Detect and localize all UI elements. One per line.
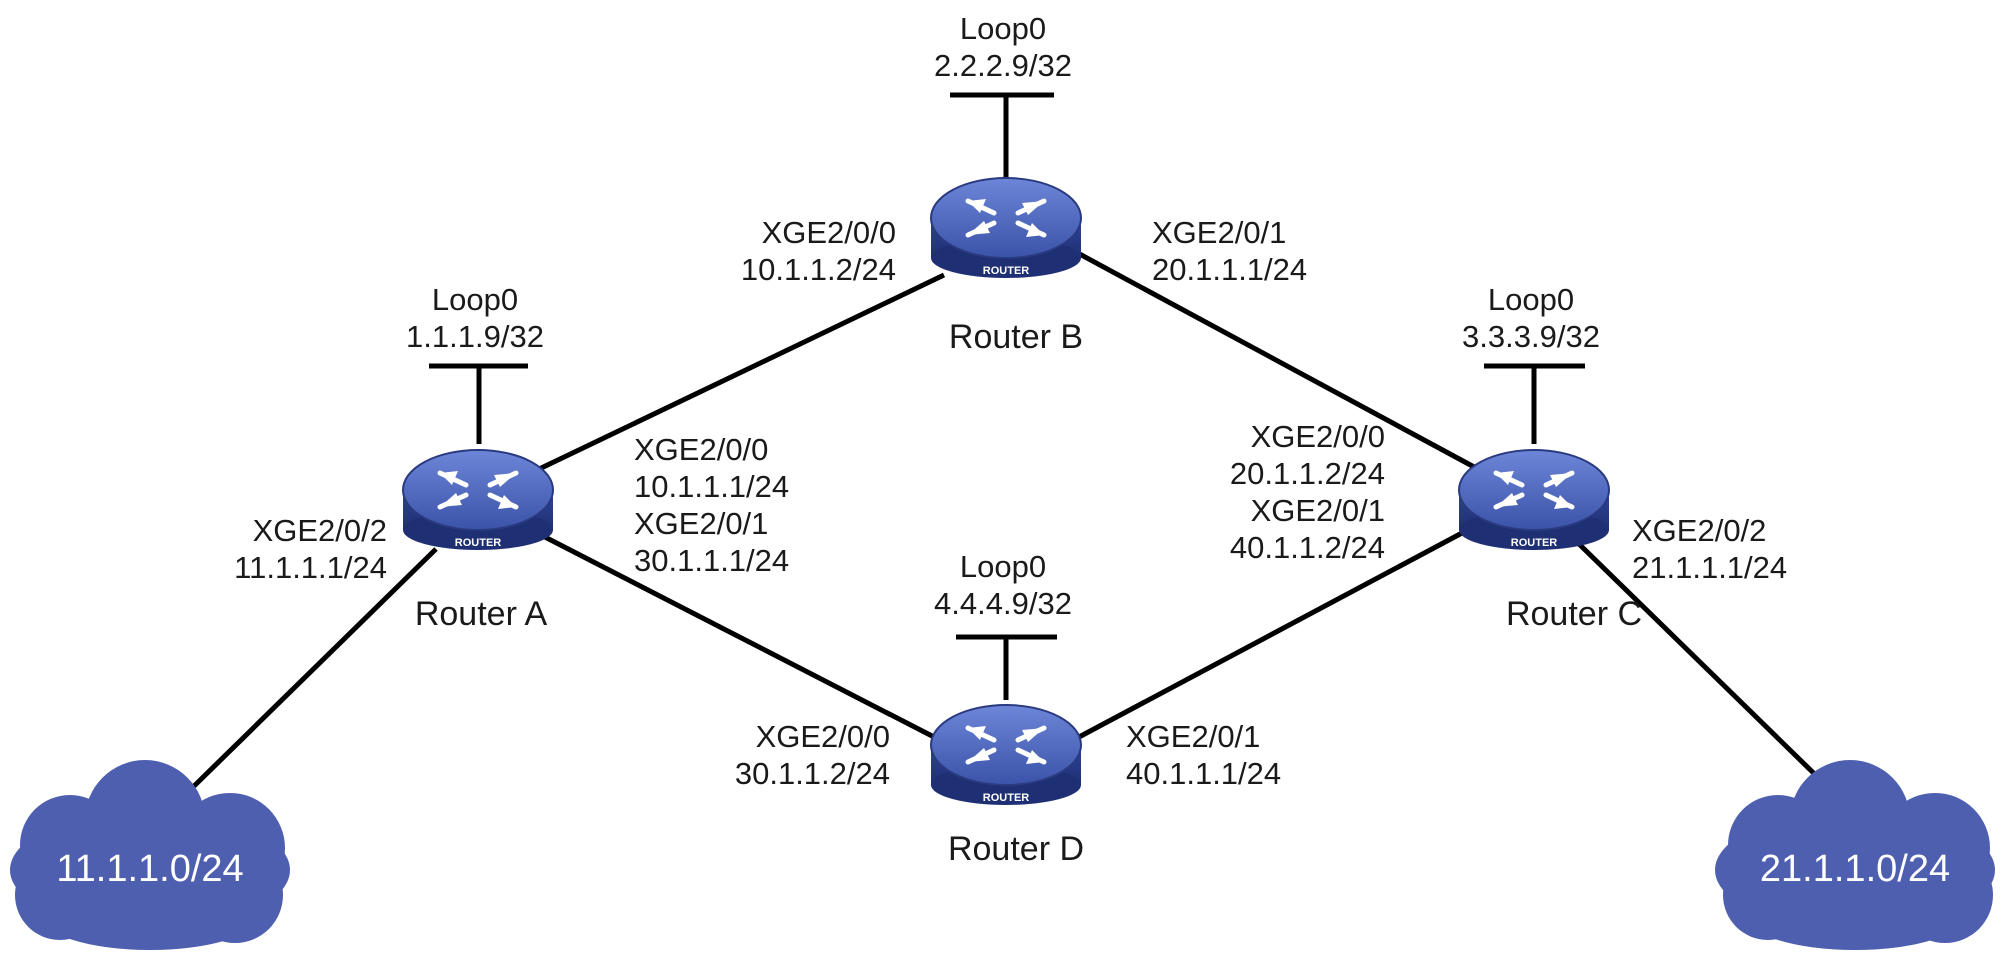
router-a-name: Router A — [414, 595, 548, 633]
port-ip: 20.1.1.2/24 — [1229, 456, 1385, 491]
link-a-b — [533, 272, 946, 474]
port-ip: 10.1.1.2/24 — [740, 252, 896, 287]
router-c-badge: ROUTER — [1511, 537, 1558, 549]
router-b-xge0-label: XGE2/0/0 10.1.1.2/24 — [741, 214, 896, 288]
router-d-loopback-label: Loop0 4.4.4.9/32 — [934, 548, 1072, 622]
cloud-network-left — [10, 760, 290, 950]
port-ip: 30.1.1.1/24 — [634, 543, 790, 578]
network-left-label: 11.1.1.0/24 — [56, 848, 244, 890]
link-d-c — [1077, 530, 1464, 740]
port-name: XGE2/0/2 — [252, 513, 387, 548]
port-name: XGE2/0/1 — [634, 506, 769, 541]
link-a-d — [539, 532, 936, 740]
router-a-xge2-label: XGE2/0/2 11.1.1.1/24 — [234, 512, 387, 586]
loop-name: Loop0 — [959, 11, 1047, 46]
loop-ip: 1.1.1.9/32 — [406, 319, 544, 354]
port-name: XGE2/0/0 — [1250, 419, 1385, 454]
router-d-xge1-label: XGE2/0/1 40.1.1.1/24 — [1126, 718, 1281, 792]
loop-name: Loop0 — [1487, 282, 1575, 317]
loop-ip: 3.3.3.9/32 — [1462, 319, 1600, 354]
port-ip: 10.1.1.1/24 — [634, 469, 790, 504]
link-b-c — [1072, 248, 1478, 471]
link-c-network-right — [1576, 541, 1836, 795]
router-a-xge0-xge1-label: XGE2/0/0 10.1.1.1/24 XGE2/0/1 30.1.1.1/2… — [634, 431, 789, 579]
port-ip: 11.1.1.1/24 — [234, 550, 387, 585]
loop-ip: 2.2.2.9/32 — [934, 48, 1072, 83]
router-c-xge0-xge1-label: XGE2/0/0 20.1.1.2/24 XGE2/0/1 40.1.1.2/2… — [1230, 418, 1385, 566]
router-d-name: Router D — [947, 830, 1085, 868]
loop-name: Loop0 — [959, 549, 1047, 584]
port-ip: 30.1.1.2/24 — [734, 756, 890, 791]
port-name: XGE2/0/1 — [1126, 719, 1261, 754]
router-c-loopback-label: Loop0 3.3.3.9/32 — [1462, 281, 1600, 355]
router-c-xge2-label: XGE2/0/2 21.1.1.1/24 — [1632, 512, 1787, 586]
port-ip: 20.1.1.1/24 — [1152, 252, 1308, 287]
router-b-loopback-label: Loop0 2.2.2.9/32 — [934, 10, 1072, 84]
loop-ip: 4.4.4.9/32 — [934, 586, 1072, 621]
port-ip: 40.1.1.2/24 — [1229, 530, 1385, 565]
port-name: XGE2/0/0 — [755, 719, 890, 754]
port-ip: 40.1.1.1/24 — [1126, 756, 1282, 791]
router-c-icon[interactable]: ROUTER — [1459, 450, 1609, 550]
router-c-name: Router C — [1505, 595, 1643, 633]
loop-name: Loop0 — [431, 282, 519, 317]
router-a-loopback-label: Loop0 1.1.1.9/32 — [406, 281, 544, 355]
router-d-badge: ROUTER — [983, 792, 1030, 804]
network-right-label: 21.1.1.0/24 — [1759, 848, 1951, 890]
port-name: XGE2/0/0 — [634, 432, 769, 467]
router-b-badge: ROUTER — [983, 265, 1030, 277]
router-a-badge: ROUTER — [455, 537, 502, 549]
port-ip: 21.1.1.1/24 — [1632, 550, 1788, 585]
router-d-xge0-label: XGE2/0/0 30.1.1.2/24 — [735, 718, 890, 792]
link-a-network-left — [188, 547, 438, 792]
router-b-name: Router B — [948, 318, 1084, 356]
port-name: XGE2/0/1 — [1250, 493, 1385, 528]
cloud-network-right — [1715, 760, 1995, 950]
router-a-icon[interactable]: ROUTER — [403, 450, 553, 550]
links — [188, 92, 1836, 795]
router-b-icon[interactable]: ROUTER — [931, 178, 1081, 278]
router-d-icon[interactable]: ROUTER — [931, 705, 1081, 805]
router-b-xge1-label: XGE2/0/1 20.1.1.1/24 — [1152, 214, 1307, 288]
port-name: XGE2/0/0 — [761, 215, 896, 250]
port-name: XGE2/0/1 — [1152, 215, 1287, 250]
port-name: XGE2/0/2 — [1632, 513, 1767, 548]
